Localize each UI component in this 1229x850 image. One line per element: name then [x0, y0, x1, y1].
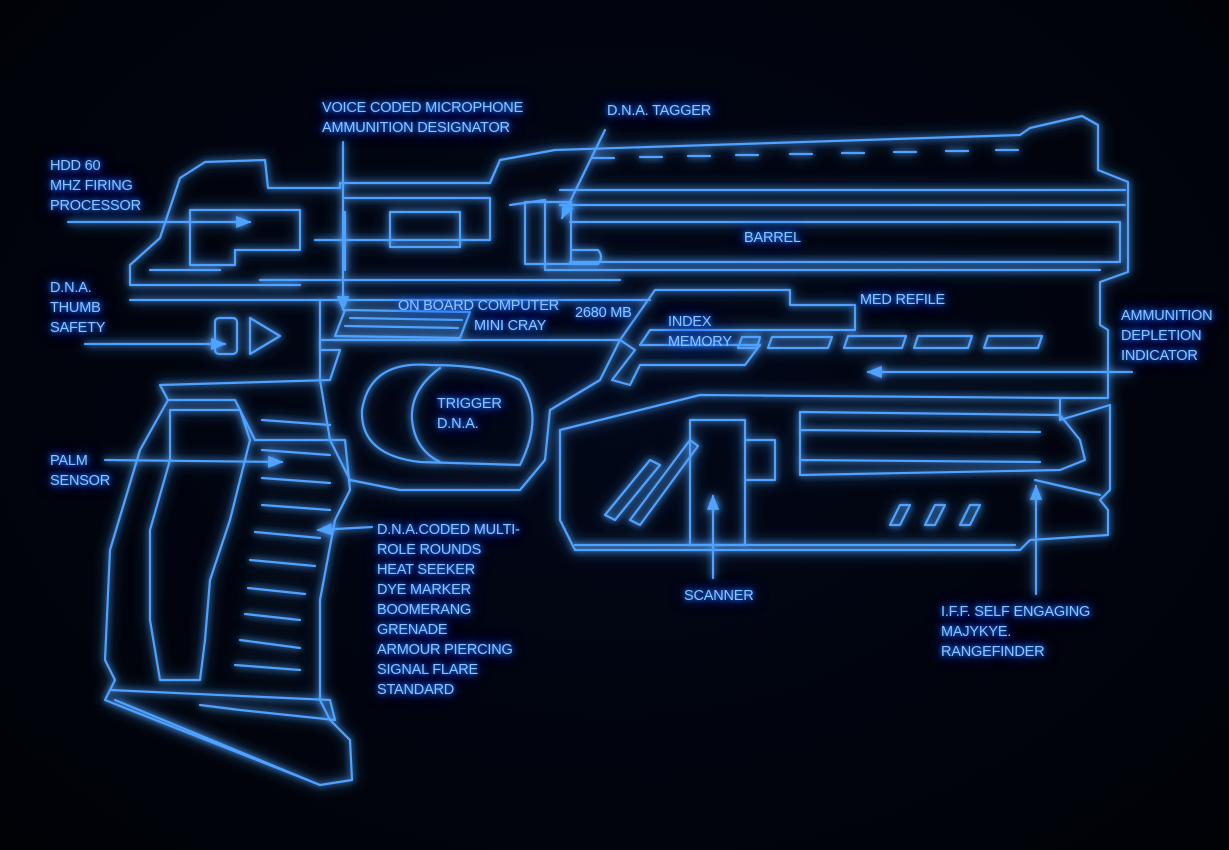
index-memory-panel — [610, 288, 857, 387]
label-line: SIGNAL FLARE — [377, 662, 479, 678]
dna-tagger-box — [523, 200, 573, 266]
label-line: 2680 MB — [575, 305, 632, 321]
label-memory-size: 2680 MB — [575, 303, 632, 323]
label-line: MAJYKYE. — [941, 624, 1012, 640]
label-barrel: BARREL — [744, 228, 801, 248]
trigger-opening — [360, 363, 534, 467]
label-line: D.N.A.CODED MULTI- — [377, 522, 520, 538]
label-line: VOICE CODED MICROPHONE — [322, 100, 524, 116]
tagger-latch — [570, 248, 603, 266]
label-line: SENSOR — [50, 473, 111, 489]
slide-outline — [338, 114, 1130, 400]
label-palm-sensor: PALM SENSOR — [50, 451, 110, 491]
label-line: AMMUNITION — [1121, 308, 1213, 324]
scanner-housing — [688, 418, 777, 547]
label-line: TRIGGER — [437, 396, 502, 412]
label-line: DYE MARKER — [377, 582, 471, 598]
label-onboard-computer: ON BOARD COMPUTER MINI CRAY — [398, 296, 559, 336]
upper-frame — [258, 196, 1102, 302]
label-dna-coded-rounds: D.N.A.CODED MULTI- ROLE ROUNDS HEAT SEEK… — [377, 520, 520, 700]
barrel — [558, 188, 1127, 264]
rear-hammer — [128, 158, 342, 287]
label-ammunition-depletion: AMMUNITION DEPLETION INDICATOR — [1121, 306, 1213, 366]
label-line: GRENADE — [377, 622, 448, 638]
label-line: ROLE ROUNDS — [377, 542, 482, 558]
round-magazine — [233, 418, 332, 672]
palm-leader-line — [103, 455, 284, 469]
trigger-guard — [318, 338, 622, 492]
label-line: BOOMERANG — [377, 602, 472, 618]
label-line: MED REFILE — [860, 292, 946, 308]
label-iff-rangefinder: I.F.F. SELF ENGAGING MAJYKYE. RANGEFINDE… — [941, 602, 1090, 662]
vent-slots — [603, 438, 982, 527]
label-line: PROCESSOR — [50, 198, 141, 214]
rail-bottom — [573, 478, 1102, 547]
label-trigger-dna: TRIGGER D.N.A. — [437, 394, 502, 434]
slide-serrations — [590, 148, 1020, 160]
label-scanner: SCANNER — [684, 586, 754, 606]
label-line: THUMB — [50, 300, 101, 316]
rounds-leader-line — [316, 523, 374, 536]
trigger — [410, 366, 442, 464]
label-line: MEMORY — [668, 334, 732, 350]
label-line: INDEX — [668, 314, 712, 330]
onboard-computer — [333, 308, 472, 340]
label-line: INDICATOR — [1121, 348, 1198, 364]
label-line: D.N.A. — [437, 416, 479, 432]
label-line: PALM — [50, 453, 88, 469]
label-line: SCANNER — [684, 588, 754, 604]
label-med-refile: MED REFILE — [860, 290, 945, 310]
thumb-safety-arrow — [248, 316, 282, 356]
label-line: SAFETY — [50, 320, 106, 336]
label-line: DEPLETION — [1121, 328, 1202, 344]
label-hdd-processor: HDD 60 MHZ FIRING PROCESSOR — [50, 156, 141, 216]
label-dna-tagger: D.N.A. TAGGER — [607, 101, 711, 121]
label-line: ON BOARD COMPUTER — [398, 298, 559, 314]
label-line: D.N.A. TAGGER — [607, 103, 712, 119]
tagger-leader-line — [560, 128, 607, 220]
grip-baseplate — [108, 688, 337, 787]
label-line: MINI CRAY — [474, 318, 547, 334]
label-index-memory: INDEX MEMORY — [668, 312, 732, 352]
label-line: AMMUNITION DESIGNATOR — [322, 120, 510, 136]
microphone-housing — [388, 210, 462, 249]
label-line: BARREL — [744, 230, 801, 246]
label-voice-coded-microphone: VOICE CODED MICROPHONE AMMUNITION DESIGN… — [322, 98, 523, 138]
label-line: RANGEFINDER — [941, 644, 1045, 660]
label-line: HEAT SEEKER — [377, 562, 475, 578]
lower-frame — [558, 393, 1112, 552]
label-line: HDD 60 — [50, 158, 101, 174]
label-line: MHZ FIRING — [50, 178, 133, 194]
label-line: D.N.A. — [50, 280, 92, 296]
thumb-safety-button — [213, 316, 239, 356]
med-refile-slots — [736, 334, 1044, 350]
label-line: STANDARD — [377, 682, 455, 698]
grip-inner — [148, 408, 252, 682]
rangefinder-tube — [798, 410, 1087, 477]
label-line: ARMOUR PIERCING — [377, 642, 513, 658]
grip-outline — [103, 298, 354, 787]
label-dna-thumb-safety: D.N.A. THUMB SAFETY — [50, 278, 105, 338]
label-line: I.F.F. SELF ENGAGING — [941, 604, 1091, 620]
